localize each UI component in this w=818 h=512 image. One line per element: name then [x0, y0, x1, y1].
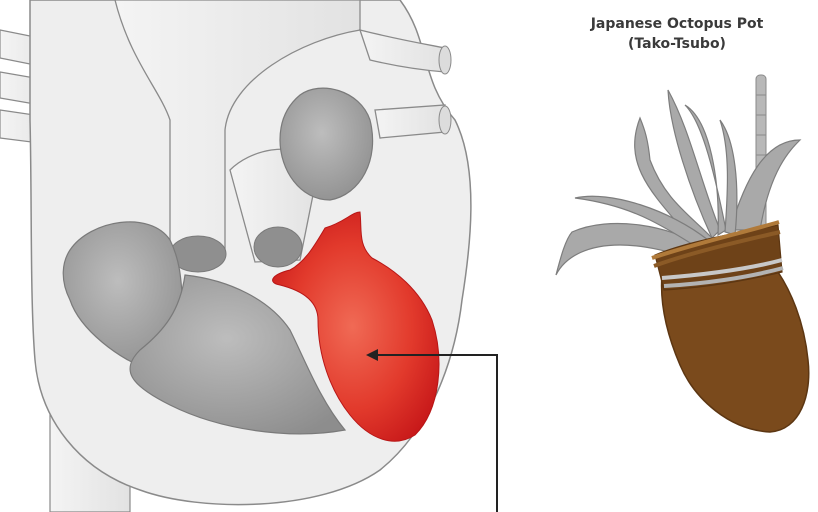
octopus-pot-illustration — [556, 75, 809, 432]
pot-body — [662, 272, 809, 432]
heart-illustration — [0, 0, 471, 512]
octopus-pot-title: Japanese Octopus Pot (Tako-Tsubo) — [566, 14, 788, 54]
title-line-2: (Tako-Tsubo) — [566, 34, 788, 54]
title-line-1: Japanese Octopus Pot — [566, 14, 788, 34]
